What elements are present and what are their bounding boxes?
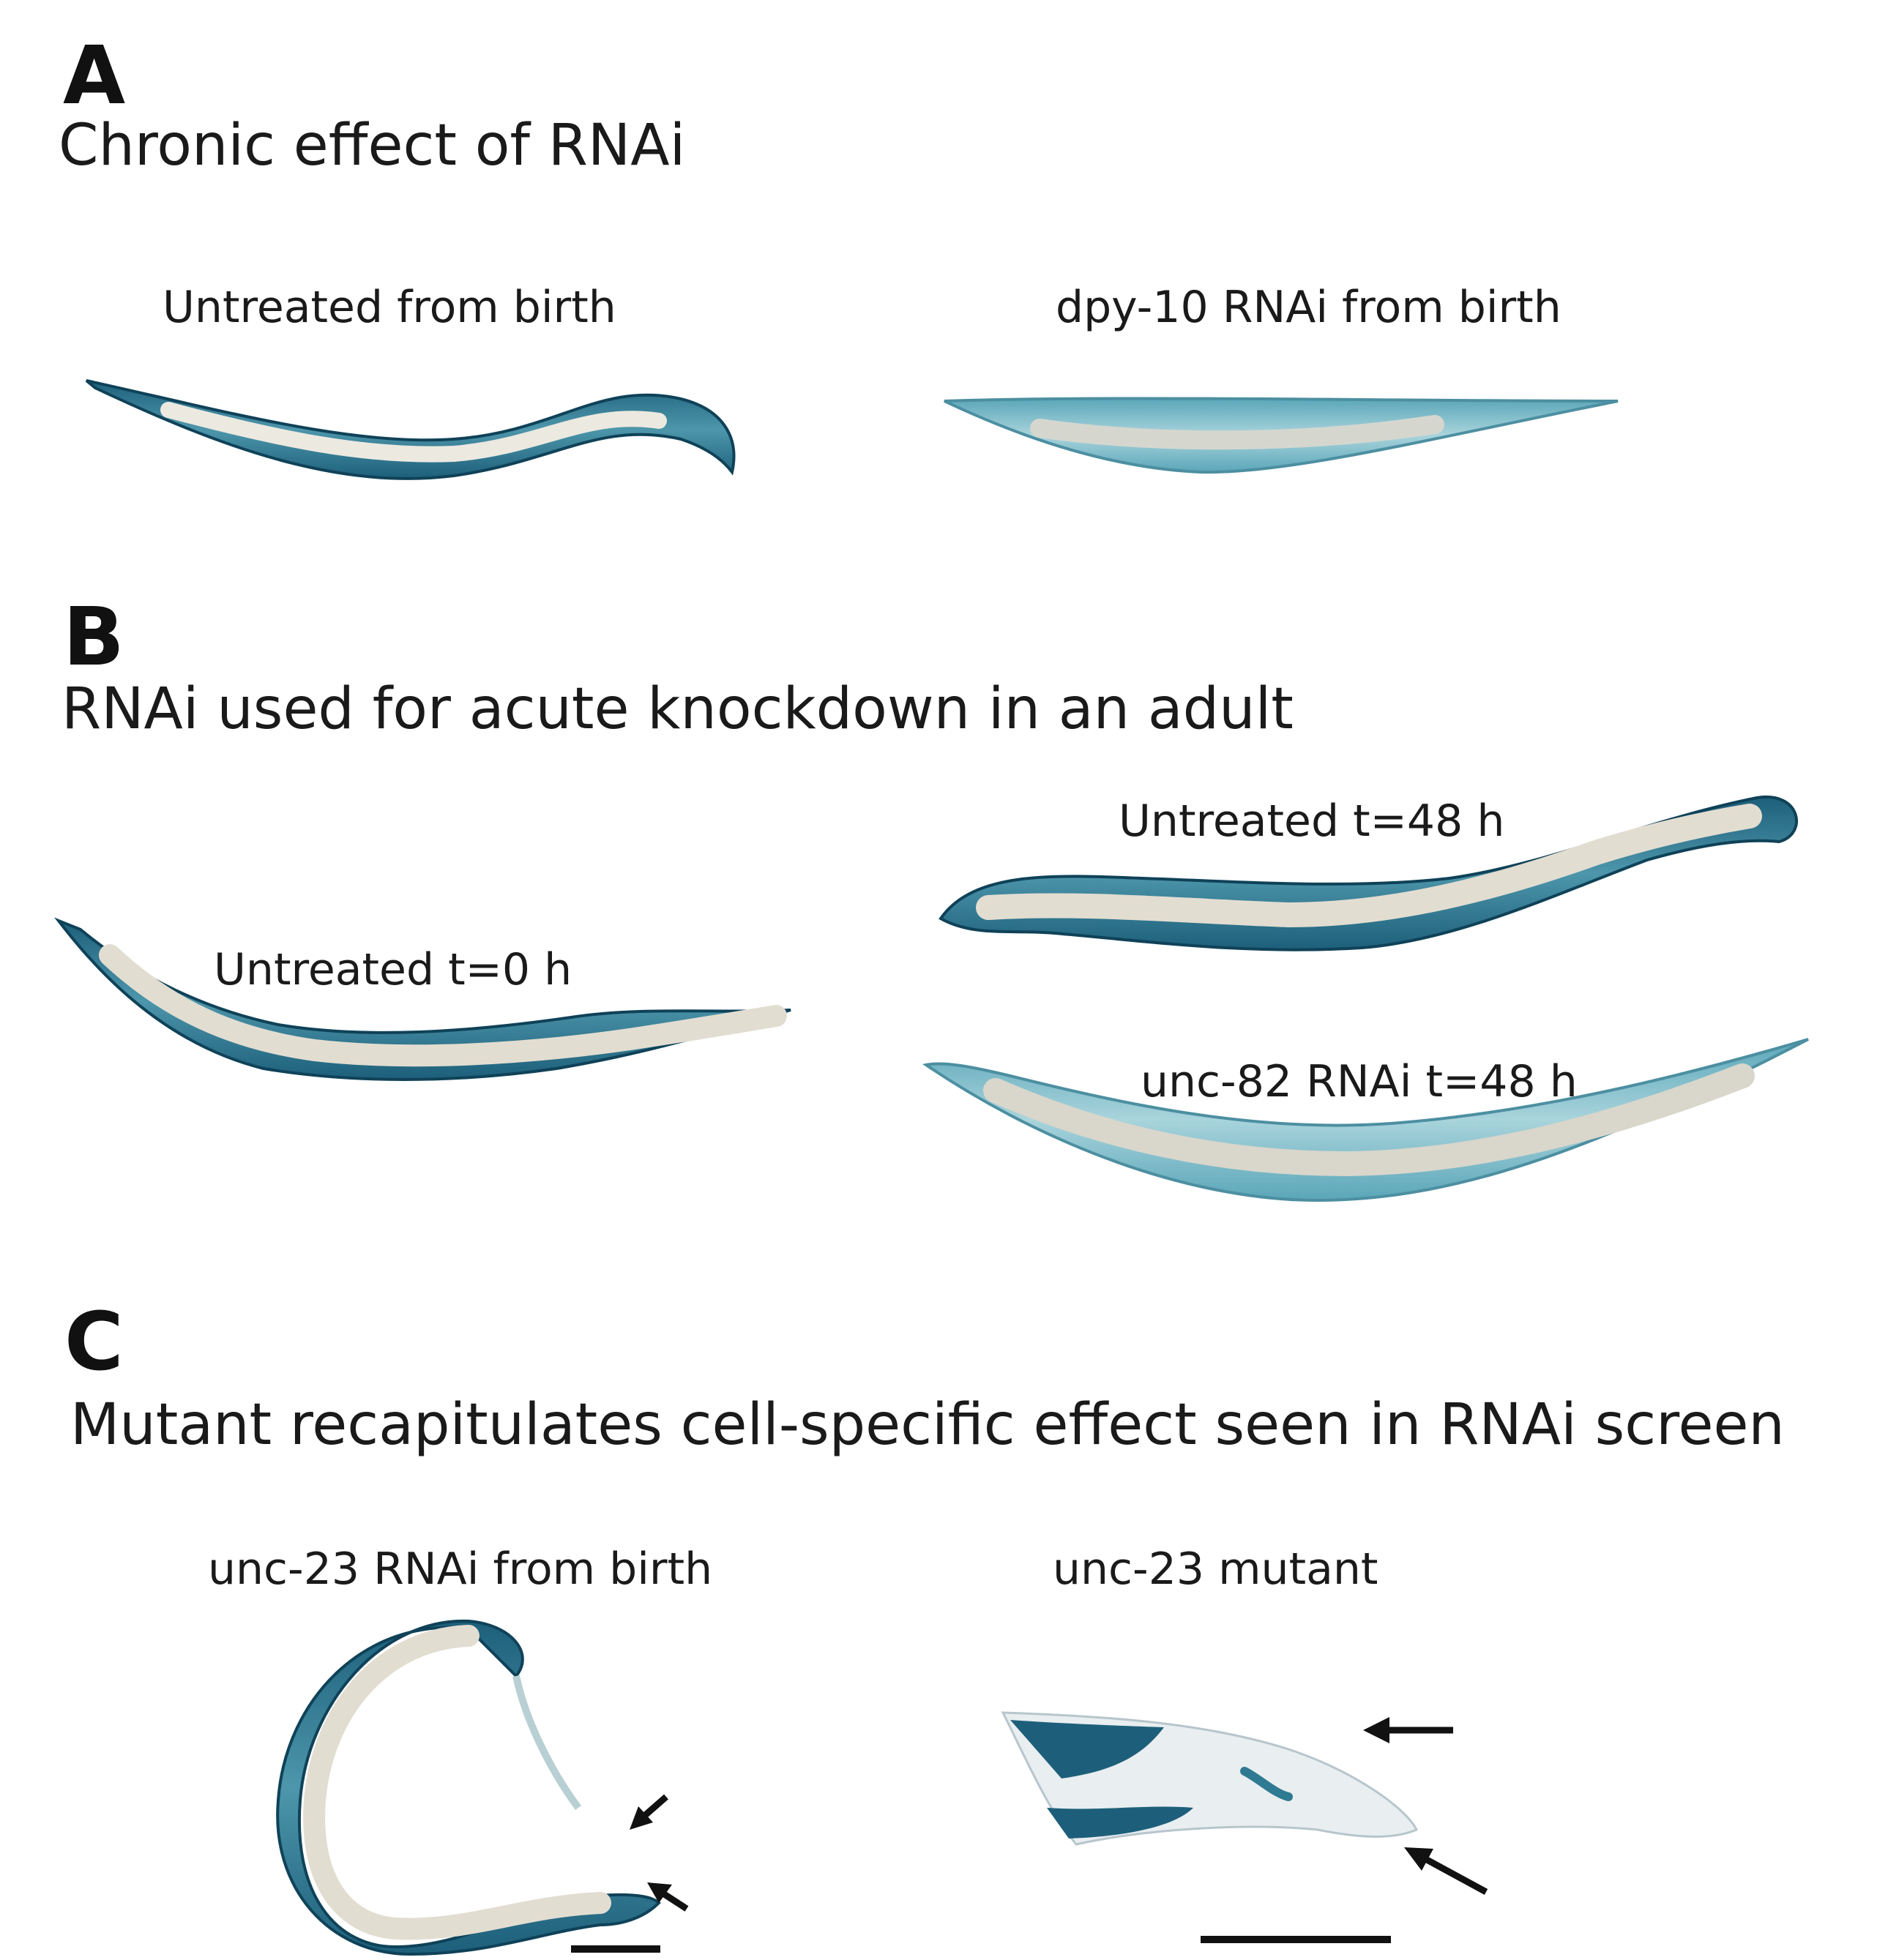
worm-untreated-from-birth (85, 379, 736, 480)
panel-a-caption-untreated: Untreated from birth (163, 282, 616, 333)
panel-c-caption-unc23-rnai: unc-23 RNAi from birth (208, 1544, 713, 1595)
worm-unc23-mutant-tail (1001, 1711, 1419, 1846)
arrow-rnai-upper (630, 1794, 668, 1830)
panel-b-caption-untreated-0h: Untreated t=0 h (214, 944, 572, 995)
worm-unc82-rnai (922, 1038, 1809, 1202)
panel-b-caption-unc82: unc-82 RNAi t=48 h (1141, 1056, 1578, 1107)
arrow-mutant-upper (1363, 1717, 1453, 1743)
arrow-rnai-lower (647, 1882, 689, 1912)
panel-c-letter: C (64, 1295, 124, 1388)
worm-dpy10-rnai (944, 397, 1619, 474)
panel-b-title: RNAi used for acute knockdown in an adul… (61, 676, 1294, 742)
panel-a-caption-dpy10: dpy-10 RNAi from birth (1056, 282, 1561, 333)
panel-b-caption-untreated-48h: Untreated t=48 h (1119, 796, 1505, 847)
worm-unc23-rnai (276, 1619, 661, 1956)
panel-c-title: Mutant recapitulates cell-specific effec… (70, 1392, 1785, 1458)
panel-a-title: Chronic effect of RNAi (59, 113, 686, 179)
panel-a-letter: A (63, 29, 126, 122)
worm-untreated-0h (54, 917, 791, 1081)
panel-c-caption-unc23-mutant: unc-23 mutant (1053, 1544, 1378, 1595)
arrow-mutant-lower (1404, 1847, 1488, 1895)
worm-untreated-48h (939, 795, 1798, 951)
panel-b-letter: B (63, 590, 124, 684)
